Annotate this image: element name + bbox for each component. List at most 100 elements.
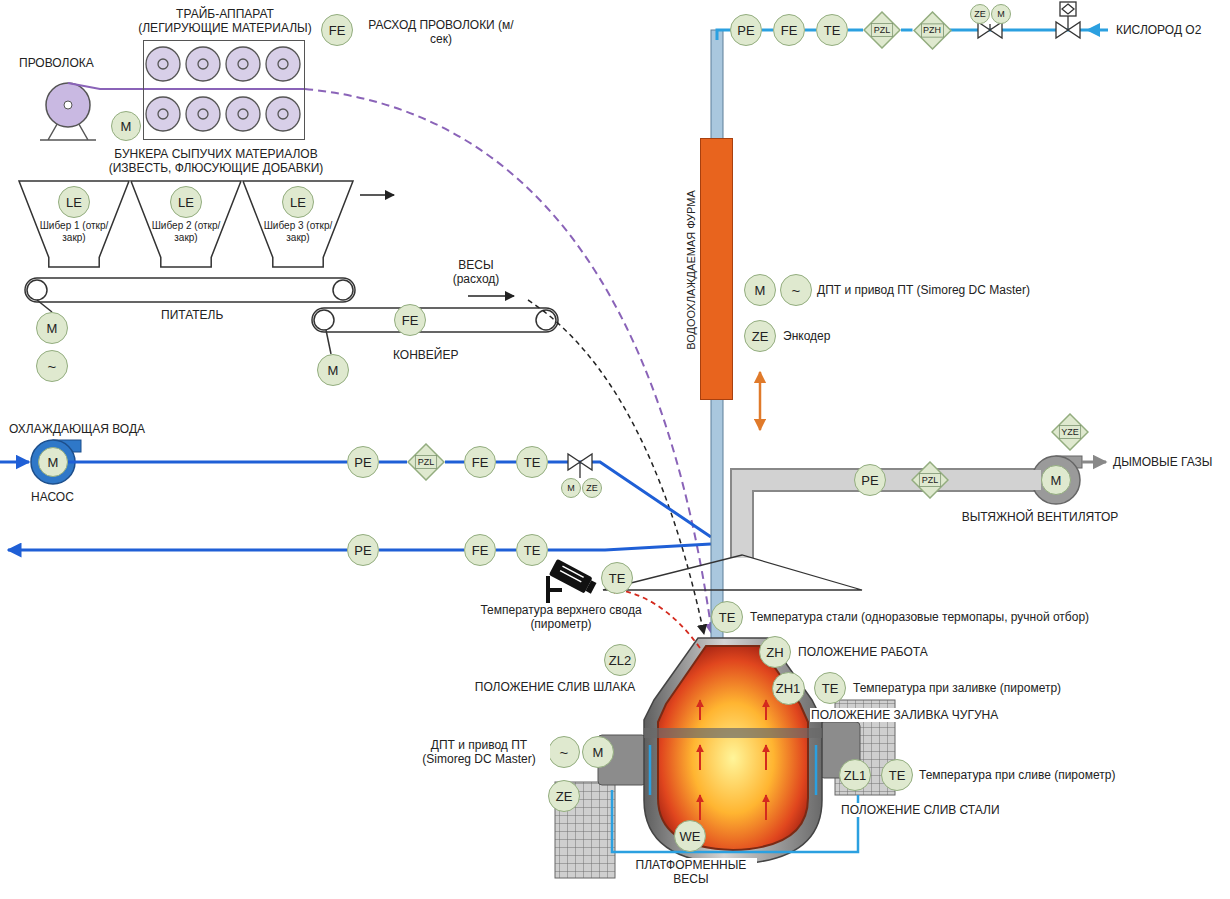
tribe-rollers — [186, 47, 220, 81]
pipe-line — [848, 29, 863, 32]
instrument-tag: PE — [737, 24, 754, 37]
node-label: Шибер 1 (откр/закр) — [37, 220, 111, 244]
node-label: ВОДООХЛАЖДАЕМАЯ ФУРМА — [684, 139, 698, 401]
water-valve — [580, 454, 592, 470]
diamond-outline — [919, 474, 940, 487]
pipe-line — [496, 461, 516, 464]
tribe-rollers — [266, 47, 300, 81]
water-valve — [579, 462, 580, 478]
pipe-line — [379, 461, 407, 464]
annotation-label: Температура верхнего свода (пирометр) — [470, 603, 652, 631]
water-valve — [568, 454, 580, 470]
tribe-rollers — [186, 97, 220, 131]
annotation-label: ДЫМОВЫЕ ГАЗЫ — [1112, 455, 1213, 469]
instrument-tag: PE — [354, 456, 371, 469]
instrument-circle: ZE — [970, 4, 990, 24]
water-cooled-lance: ВОДООХЛАЖДАЕМАЯ ФУРМА — [700, 138, 733, 400]
instrument-tag: YZE — [1061, 428, 1079, 437]
annotation-label: ВЫТЯЖНОЙ ВЕНТИЛЯТОР — [961, 510, 1120, 524]
instrument-tag: PZL — [418, 458, 435, 467]
pipe-line — [949, 470, 1041, 490]
flue-gas-arrow — [1082, 461, 1106, 464]
converter-vessel — [765, 745, 767, 770]
instrument-circle: PE — [347, 534, 379, 566]
instrument-circle: M — [991, 4, 1011, 24]
tribe-rollers — [238, 109, 248, 119]
bulk-feed-path — [528, 300, 704, 634]
instrument-tag: LE — [178, 196, 194, 209]
instrument-tag: WE — [680, 830, 701, 843]
annotation-label: НАСОС — [30, 490, 75, 504]
node-label: Шибер 3 (откр/закр) — [261, 220, 335, 244]
converter-vessel — [699, 700, 701, 720]
instrument-tag: LE — [66, 196, 82, 209]
pipe-line — [496, 549, 516, 552]
instrument-circle: ZE — [548, 780, 580, 812]
instrument-circle: ~ — [36, 350, 68, 382]
weigher-arrow — [468, 295, 514, 297]
instrument-diamond: PZL — [911, 461, 949, 499]
annotation-label: ПРОВОЛОКА — [18, 56, 95, 70]
cooling-water-pipes — [0, 461, 29, 464]
instrument-circle: M — [582, 736, 614, 768]
tribe-rollers — [226, 97, 260, 131]
annotation-label: КИСЛОРОД О2 — [1115, 23, 1202, 37]
bulk-hopper: Шибер 3 (откр/закр)LE — [242, 180, 354, 268]
gas-hood — [603, 555, 862, 590]
tribe-rollers — [146, 97, 180, 131]
instrument-circle: ZL1 — [839, 759, 871, 791]
instrument-circle: LE — [170, 186, 202, 218]
annotation-label: ПОЛОЖЕНИЕ СЛИВ СТАЛИ — [840, 803, 1001, 817]
node-label: Шибер 2 (откр/закр) — [149, 220, 223, 244]
instrument-tag: ZE — [586, 484, 598, 493]
pipe-line — [68, 461, 347, 464]
feeder-belt — [333, 280, 353, 300]
instrument-tag: PZL — [922, 476, 939, 485]
annotation-label: Температура при заливке (пирометр) — [852, 681, 1062, 695]
tribe-rollers — [158, 59, 288, 119]
pipe-line — [379, 549, 464, 552]
diamond-outline — [914, 12, 951, 49]
oxygen-valves — [1062, 4, 1074, 14]
instrument-circle: FE — [394, 304, 426, 336]
annotation-label: ОХЛАЖДАЮЩАЯ ВОДА — [8, 422, 146, 436]
instrument-circle: M — [36, 312, 68, 344]
instrument-tag: M — [567, 484, 575, 493]
camera-icon — [548, 559, 598, 606]
converter-vessel — [700, 700, 766, 820]
annotation-label: РАСХОД ПРОВОЛОКИ (м/сек) — [365, 18, 517, 46]
converter-vessel — [699, 795, 701, 820]
converter-vessel — [699, 745, 701, 770]
instrument-circle: ZH1 — [772, 672, 805, 705]
node-label: ТРАЙБ-АППАРАТ (ЛЕГИРУЮЩИЕ МАТЕРИАЛЫ) — [130, 7, 320, 35]
instrument-circle: M — [317, 354, 349, 386]
instrument-tag: ~ — [48, 359, 57, 374]
instrument-tag: PE — [354, 544, 371, 557]
instrument-tag: ZE — [752, 330, 769, 343]
instrument-circle: LE — [282, 186, 314, 218]
diamond-outline — [415, 456, 436, 469]
instrument-tag: ~ — [560, 745, 569, 760]
diamond-outline — [921, 23, 943, 36]
water-valve — [568, 454, 592, 478]
annotation-label: Температура при сливе (пирометр) — [918, 768, 1116, 782]
wire-feed-path — [305, 89, 712, 634]
instrument-circle: PE — [730, 14, 762, 46]
converter-vessel — [650, 745, 816, 795]
instrument-tag: M — [47, 322, 58, 335]
annotation-label: ПОЛОЖЕНИЕ РАБОТА — [797, 645, 929, 659]
instrument-tag: PZL — [874, 26, 891, 35]
instrument-circle: TE — [816, 14, 848, 46]
annotation-label: КОНВЕЙЕР — [392, 348, 460, 362]
annotation-label: ПОЛОЖЕНИЕ ЗАЛИВКА ЧУГУНА — [810, 708, 999, 722]
instrument-diamond: YZE — [1051, 413, 1089, 451]
pipe-line — [805, 29, 816, 32]
camera-icon — [548, 576, 562, 606]
annotation-label: ДПТ и привод ПТ (Simoreg DC Master) — [816, 283, 1031, 297]
cooling-water-pipes — [548, 462, 711, 537]
instrument-tag: ZL2 — [609, 654, 631, 667]
instrument-tag: ZH1 — [776, 682, 801, 695]
instrument-tag: TE — [524, 456, 541, 469]
